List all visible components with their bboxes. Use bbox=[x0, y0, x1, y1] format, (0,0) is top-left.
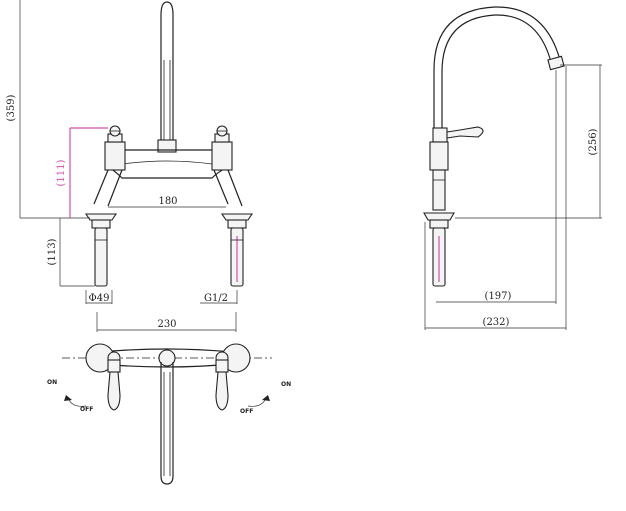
top-spout-base bbox=[158, 349, 176, 367]
top-right-on-label: ON bbox=[281, 381, 291, 388]
top-view: ON OFF ON OFF bbox=[47, 343, 291, 485]
side-spout-nozzle bbox=[547, 55, 565, 71]
side-body bbox=[429, 141, 449, 171]
dim-thread: G1/2 bbox=[204, 293, 228, 304]
front-view: (359) (111) 180 (113) Φ49 G1/2 230 bbox=[6, 0, 254, 332]
dim-centres: 180 bbox=[158, 196, 177, 207]
front-left-valve bbox=[104, 141, 126, 171]
side-spout-inner bbox=[441, 14, 552, 140]
front-right-flange bbox=[220, 213, 254, 221]
side-view: (256) (197) (232) bbox=[423, 6, 602, 330]
dim-shank-diameter: Φ49 bbox=[89, 293, 110, 304]
front-left-leg bbox=[93, 169, 123, 207]
dim-spout-height: (256) bbox=[588, 128, 599, 155]
dim-handle-height: (111) bbox=[56, 159, 67, 186]
top-left-off-label: OFF bbox=[80, 406, 93, 413]
front-bridge-body bbox=[109, 149, 227, 179]
dim-below-deck: (113) bbox=[47, 238, 58, 265]
dim-overall-height: (359) bbox=[6, 94, 17, 121]
front-right-leg bbox=[213, 169, 243, 207]
front-left-flange bbox=[84, 213, 118, 221]
front-spout-pipe bbox=[160, 1, 174, 140]
top-right-off-label: OFF bbox=[240, 408, 253, 415]
side-spout-outer bbox=[433, 6, 561, 140]
dim-overall-width: 230 bbox=[157, 319, 176, 330]
front-left-shank bbox=[94, 227, 108, 287]
side-flange bbox=[423, 212, 455, 221]
top-spout bbox=[160, 362, 174, 485]
top-left-on-label: ON bbox=[47, 379, 57, 386]
dim-overall-depth: (232) bbox=[483, 317, 510, 328]
side-lever-handle bbox=[446, 126, 484, 139]
top-right-lever bbox=[215, 371, 229, 411]
top-left-lever bbox=[107, 371, 121, 411]
front-right-valve bbox=[211, 141, 233, 171]
dim-spout-reach: (197) bbox=[485, 291, 512, 302]
